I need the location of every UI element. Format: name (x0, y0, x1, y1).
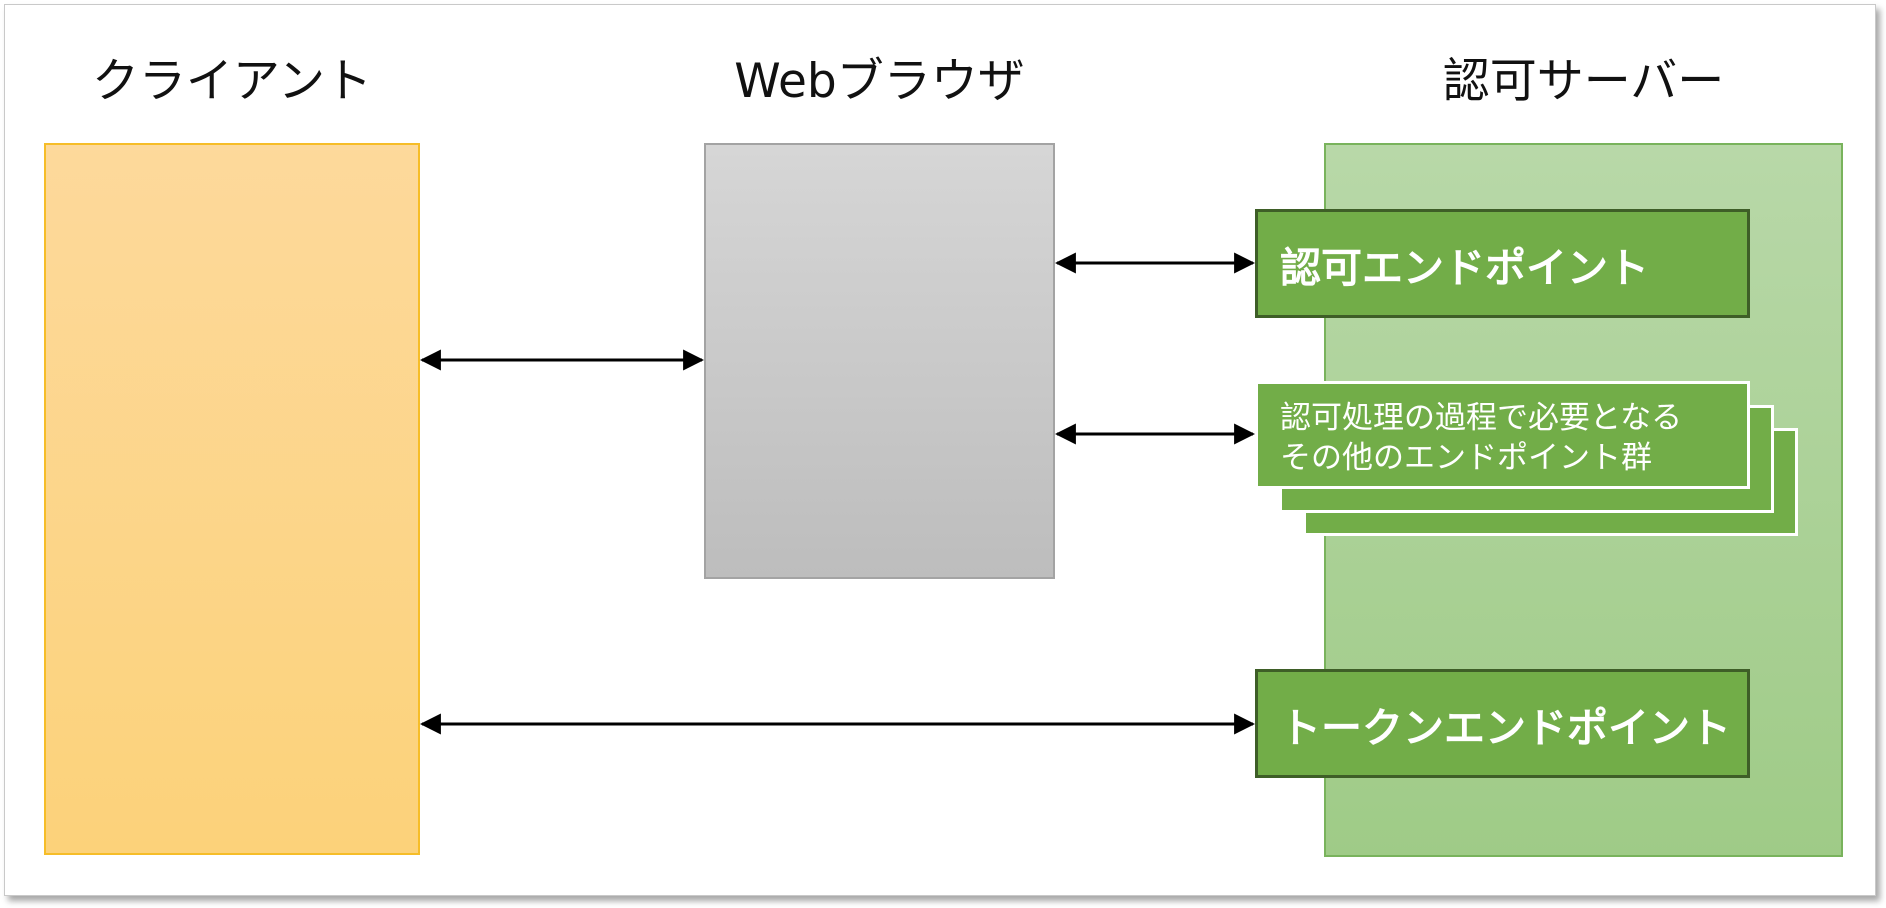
client-title: クライアント (91, 54, 373, 109)
other-endpoints-line1: 認可処理の過程で必要となる (1280, 400, 1683, 436)
other-endpoints-line2: その他のエンドポイント群 (1280, 440, 1652, 476)
token-endpoint: トークンエンドポイント (1255, 669, 1750, 778)
authorization-endpoint-label: 認可エンドポイント (1280, 243, 1649, 292)
token-endpoint-label: トークンエンドポイント (1280, 703, 1731, 752)
client-box (44, 143, 420, 855)
browser-box (704, 143, 1055, 579)
browser-title: Webブラウザ (734, 54, 1025, 109)
authorization-endpoint: 認可エンドポイント (1255, 209, 1750, 318)
server-title: 認可サーバー (1442, 54, 1725, 109)
other-endpoints-group: 認可処理の過程で必要となる その他のエンドポイント群 (1255, 381, 1750, 489)
